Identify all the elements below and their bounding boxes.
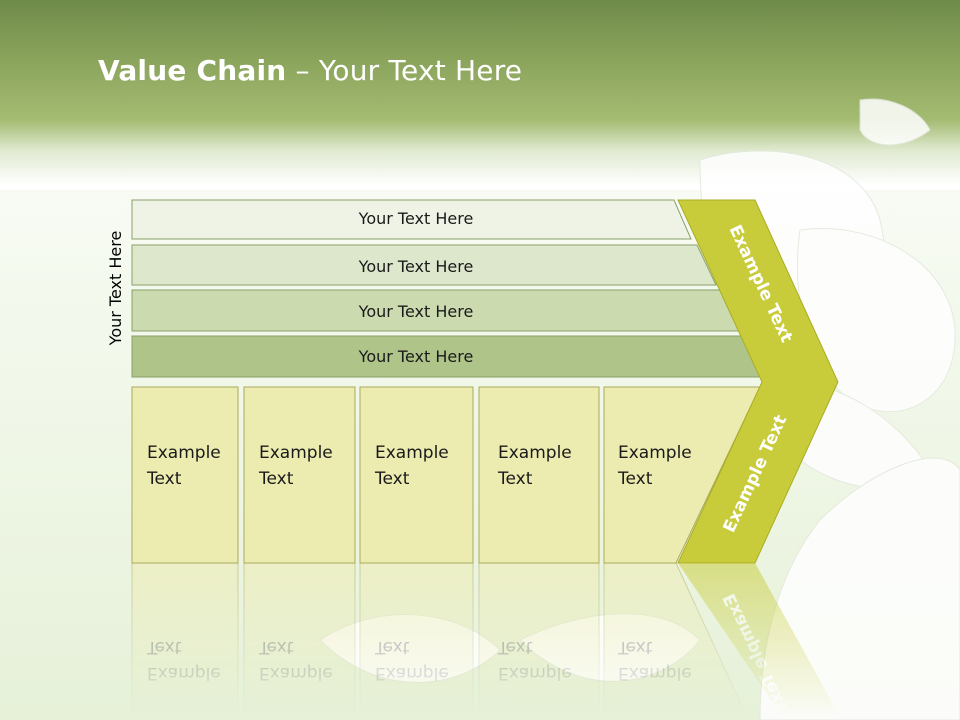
- diagram-reflection: Example Text Example Text Example Text E…: [131, 562, 838, 714]
- bar-2: [131, 244, 717, 286]
- box-2-line1: Example: [259, 443, 333, 463]
- reflection-box-5-line2: Text: [617, 637, 653, 657]
- box-3: [359, 386, 474, 564]
- bar-3-label: Your Text Here: [358, 302, 474, 321]
- reflection-box-4-line1: Example: [498, 663, 572, 683]
- box-4: [478, 386, 600, 564]
- box-1-line1: Example: [147, 443, 221, 463]
- title-rest: – Your Text Here: [286, 54, 523, 87]
- bar-1-label: Your Text Here: [358, 209, 474, 228]
- box-3-line1: Example: [375, 443, 449, 463]
- box-4-line1: Example: [498, 443, 572, 463]
- box-5-line2: Text: [617, 469, 653, 489]
- page-title: Value Chain – Your Text Here: [98, 54, 522, 87]
- reflection-box-2-line2: Text: [258, 637, 294, 657]
- box-3-line2: Text: [374, 469, 410, 489]
- reflection-box-4-line2: Text: [497, 637, 533, 657]
- bar-4-label: Your Text Here: [358, 347, 474, 366]
- title-bold: Value Chain: [98, 54, 287, 87]
- reflection-box-5-line1: Example: [618, 663, 692, 683]
- box-1-line2: Text: [146, 469, 182, 489]
- reflection-box-1-line1: Example: [147, 663, 221, 683]
- bar-1: [131, 199, 692, 240]
- reflection-box-3-line1: Example: [375, 663, 449, 683]
- reflection-box-2-line1: Example: [259, 663, 333, 683]
- bar-2-label: Your Text Here: [358, 257, 474, 276]
- box-2-line2: Text: [258, 469, 294, 489]
- box-1: [131, 386, 239, 564]
- box-5-line1: Example: [618, 443, 692, 463]
- box-4-line2: Text: [497, 469, 533, 489]
- side-label: Your Text Here: [106, 231, 125, 347]
- box-2: [243, 386, 356, 564]
- reflection-box-1-line2: Text: [146, 637, 182, 657]
- reflection-box-3-line2: Text: [374, 637, 410, 657]
